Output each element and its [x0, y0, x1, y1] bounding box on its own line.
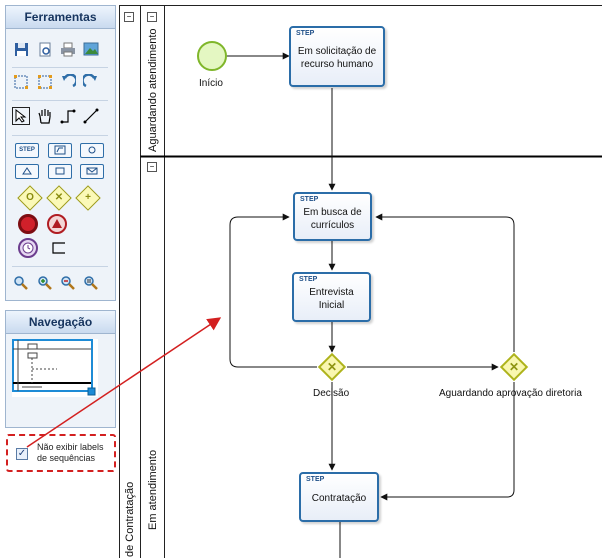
error-end-event-tool[interactable]	[47, 214, 67, 234]
task-searching-resumes[interactable]: STEP Em busca de currículos	[293, 192, 372, 241]
exclusive-gateway-icon: ✕	[326, 360, 338, 374]
manual-task-tool[interactable]	[48, 164, 72, 179]
lane-top-collapse-button[interactable]: −	[147, 12, 157, 22]
annotation-tool[interactable]	[50, 239, 68, 257]
hide-sequence-labels-checkbox[interactable]: ✓	[16, 448, 28, 460]
hide-sequence-labels-label: Não exibir labels de sequências	[37, 442, 104, 463]
pan-hand-icon[interactable]	[36, 107, 54, 125]
navigation-panel: Navegação	[5, 310, 116, 428]
inclusive-gateway-tool[interactable]: O	[17, 185, 43, 211]
straight-connector-icon[interactable]	[82, 107, 100, 125]
decision-gateway-label: Decisão	[313, 388, 350, 399]
navigation-panel-title: Navegação	[6, 311, 115, 334]
user-task-tool[interactable]	[48, 143, 72, 158]
tools-panel: Ferramentas	[5, 5, 116, 301]
navigation-minimap[interactable]	[12, 339, 98, 397]
task-initial-interview[interactable]: STEP Entrevista Inicial	[292, 272, 371, 322]
lane-label-top: Aguardando atendimento	[147, 28, 159, 152]
zoom-fit-icon[interactable]	[82, 274, 100, 292]
task-resource-request[interactable]: STEP Em solicitação de recurso humano	[289, 26, 385, 87]
undo-icon[interactable]	[59, 73, 77, 91]
flow-approval-loop-back	[375, 213, 515, 352]
lane-label-bottom: Em atendimento	[147, 449, 159, 530]
zoom-in-icon[interactable]	[36, 274, 54, 292]
image-export-icon[interactable]	[82, 40, 100, 58]
tools-panel-title: Ferramentas	[6, 6, 115, 29]
service-task-tool[interactable]	[80, 143, 104, 158]
parallel-gateway-tool[interactable]: +	[75, 185, 101, 211]
save-icon[interactable]	[12, 40, 30, 58]
zoom-out-icon[interactable]	[59, 274, 77, 292]
decision-gateway[interactable]: ✕	[317, 352, 347, 382]
task-hiring[interactable]: STEP Contratação	[299, 472, 379, 522]
lane-bottom-collapse-button[interactable]: −	[147, 162, 157, 172]
group-icon[interactable]	[12, 73, 30, 91]
hide-sequence-labels-option: ✓ Não exibir labels de sequências	[6, 434, 116, 472]
print-icon[interactable]	[59, 40, 77, 58]
print-preview-icon[interactable]	[36, 40, 54, 58]
end-event-tool[interactable]	[18, 214, 38, 234]
script-task-tool[interactable]	[15, 164, 39, 179]
approval-gateway-label: Aguardando aprovação diretoria	[439, 388, 582, 399]
exclusive-gateway-icon: ✕	[508, 360, 520, 374]
redo-icon[interactable]	[82, 73, 100, 91]
pool-collapse-button[interactable]: −	[124, 12, 134, 22]
timer-event-tool[interactable]	[18, 238, 38, 258]
flow-approval-to-hire	[380, 382, 515, 501]
zoom-icon[interactable]	[12, 274, 30, 292]
start-event-label: Início	[199, 78, 223, 89]
orthogonal-connector-icon[interactable]	[59, 107, 77, 125]
select-pointer-icon[interactable]	[12, 107, 30, 125]
step-task-tool[interactable]: STEP	[15, 143, 39, 158]
ungroup-icon[interactable]	[36, 73, 54, 91]
exclusive-gateway-tool[interactable]: ✕	[46, 185, 72, 211]
approval-gateway[interactable]: ✕	[499, 352, 529, 382]
start-event	[197, 41, 227, 71]
pool-label: de Contratação	[124, 481, 136, 557]
message-task-tool[interactable]	[80, 164, 104, 179]
